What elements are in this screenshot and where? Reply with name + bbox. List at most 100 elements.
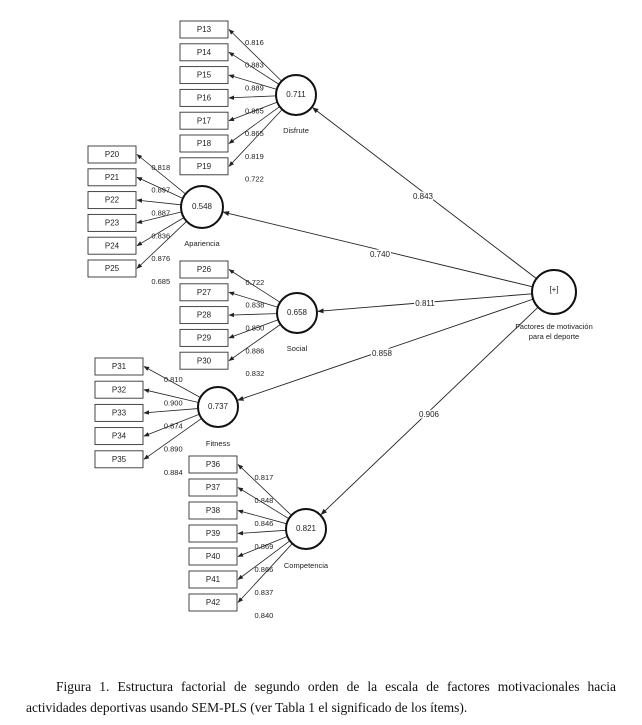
indicator-box [188,593,238,612]
indicator-box [188,524,238,543]
loading-value: 0.876 [151,254,170,263]
indicator-box [179,328,229,347]
indicator-p38: P38 [188,501,238,520]
indicator-p29: P29 [179,328,229,347]
loading-arrow [136,211,182,224]
loading-value: 0.850 [246,323,265,332]
indicator-box [179,134,229,153]
loading-value: 0.837 [255,588,274,597]
latent-circle [285,508,327,550]
indicator-p31: P31 [94,357,144,376]
indicator-box [94,450,144,469]
loading-arrow [136,198,182,206]
indicator-p14: P14 [179,43,229,62]
loading-value: 0.840 [255,611,274,620]
loading-arrow [228,51,280,85]
loading-value: 0.818 [151,163,170,172]
indicator-box [188,501,238,520]
indicator-label: P17 [197,116,212,125]
indicator-p28: P28 [179,306,229,325]
indicator-label: P32 [112,385,127,394]
indicator-p17: P17 [179,111,229,130]
loading-value: 0.832 [246,369,265,378]
indicator-box [179,88,229,107]
latent-name: Disfrute [283,126,309,135]
indicator-label: P18 [197,139,212,148]
latent-name: Fitness [206,439,230,448]
indicator-label: P20 [105,150,120,159]
loading-value: 0.722 [246,278,265,287]
loading-arrow [143,408,199,415]
indicator-box [87,259,137,278]
loading-value: 0.900 [164,398,183,407]
loading-arrow [136,221,187,269]
indicator-label: P42 [206,598,221,607]
indicator-label: P30 [197,356,212,365]
higher-order-symbol: [+] [549,285,558,294]
indicator-p27: P27 [179,283,229,302]
indicator-box [188,478,238,497]
indicator-box [87,191,137,210]
indicator-p16: P16 [179,88,229,107]
loading-arrow [228,95,277,100]
figure-caption: Figura 1. Estructura factorial de segund… [26,679,616,715]
loading-arrow [237,529,287,536]
loading-value: 0.838 [246,301,265,310]
indicator-label: P23 [105,219,120,228]
indicator-box [87,236,137,255]
indicator-box [179,20,229,39]
indicator-label: P34 [112,432,127,441]
indicator-box [94,427,144,446]
indicator-box [179,283,229,302]
loading-value: 0.810 [164,375,183,384]
path-arrow-social [317,293,533,314]
indicator-label: P40 [206,552,221,561]
latent-name: Competencia [284,561,329,570]
indicator-label: P21 [105,173,120,182]
indicator-p25: P25 [87,259,137,278]
indicator-box [179,43,229,62]
loading-value: 0.816 [245,38,264,47]
loading-value: 0.889 [245,83,264,92]
indicator-label: P38 [206,506,221,515]
r-squared-value: 0.658 [287,308,308,317]
loading-arrow [237,464,292,516]
indicator-label: P33 [112,409,127,418]
indicator-p41: P41 [188,570,238,589]
indicator-p33: P33 [94,403,144,422]
loading-arrow [228,106,280,144]
indicator-label: P13 [197,25,212,34]
loading-arrow [228,312,278,318]
indicator-label: P31 [112,362,127,371]
loading-arrow [228,291,278,308]
indicator-p30: P30 [179,351,229,370]
path-arrow-fitness [237,298,534,401]
loading-arrow [228,109,283,167]
loading-arrow [228,324,281,362]
loading-arrow [228,319,279,339]
indicator-label: P22 [105,196,120,205]
loading-arrow [143,418,202,460]
indicator-label: P35 [112,455,127,464]
path-coefficient-apariencia: 0.740 [370,250,391,259]
r-squared-value: 0.737 [208,402,229,411]
indicator-label: P26 [197,265,212,274]
indicator-p40: P40 [188,547,238,566]
indicator-label: P37 [206,483,221,492]
loading-value: 0.817 [255,473,274,482]
r-squared-value: 0.711 [286,90,306,99]
indicator-label: P27 [197,288,212,297]
indicator-p24: P24 [87,236,137,255]
loading-arrow [237,536,288,557]
r-squared-value: 0.548 [192,202,213,211]
indicator-p37: P37 [188,478,238,497]
indicator-box [94,380,144,399]
indicator-p36: P36 [188,455,238,474]
indicator-label: P28 [197,311,212,320]
indicator-label: P14 [197,48,212,57]
